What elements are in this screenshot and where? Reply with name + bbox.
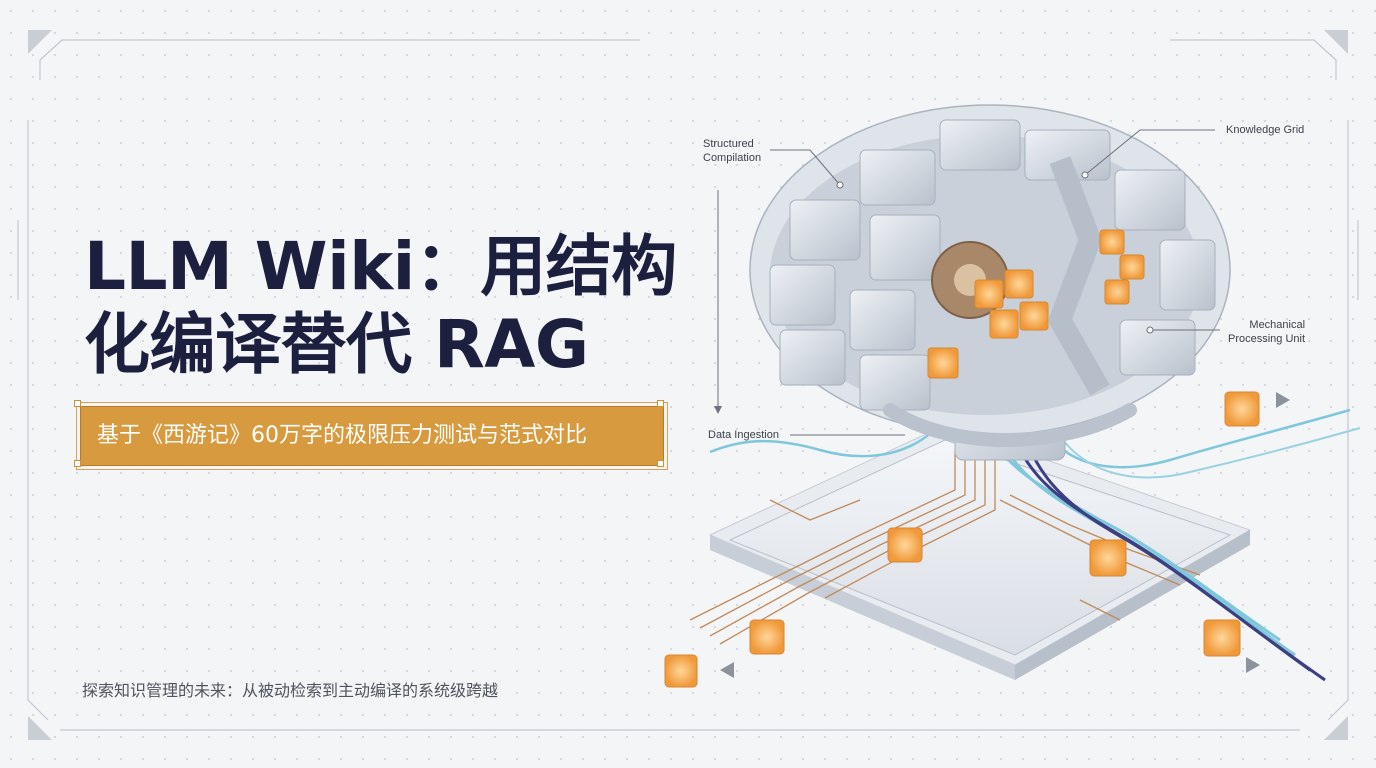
title-line-2: 化编译替代 RAG: [84, 306, 589, 383]
label-line: Structured: [703, 138, 754, 150]
callout-dots: [836, 171, 1154, 334]
subtitle-banner: 基于《西游记》60万字的极限压力测试与范式对比: [80, 406, 664, 466]
circuit-board: [708, 424, 1252, 680]
banner-corner-dot: [74, 460, 81, 467]
banner-corner-dot: [74, 400, 81, 407]
label-data-ingestion: Data Ingestion: [708, 429, 779, 441]
title-line-1: LLM Wiki：用结构: [84, 228, 677, 305]
label-line: Processing Unit: [1228, 333, 1306, 345]
page-title: LLM Wiki：用结构 化编译替代 RAG: [84, 228, 677, 384]
label-line: Compilation: [703, 152, 762, 164]
label-structured-compilation: Structured Compilation: [703, 137, 761, 165]
footer-subtitle: 探索知识管理的未来：从被动检索到主动编译的系统级跨越: [82, 681, 499, 700]
label-knowledge-grid: Knowledge Grid: [1226, 124, 1305, 136]
banner-corner-dot: [657, 460, 664, 467]
banner-text: 基于《西游记》60万字的极限压力测试与范式对比: [97, 423, 587, 448]
callout-lines: [717, 129, 1220, 436]
data-cubes: [664, 391, 1260, 688]
machine-brain-illustration: [664, 104, 1361, 688]
banner-corner-dot: [657, 400, 664, 407]
label-mechanical-processing-unit: Mechanical Processing Unit: [1228, 318, 1305, 346]
flow-arrows: [720, 392, 1290, 678]
machine-brain: [749, 104, 1231, 447]
label-line: Mechanical: [1249, 319, 1306, 331]
